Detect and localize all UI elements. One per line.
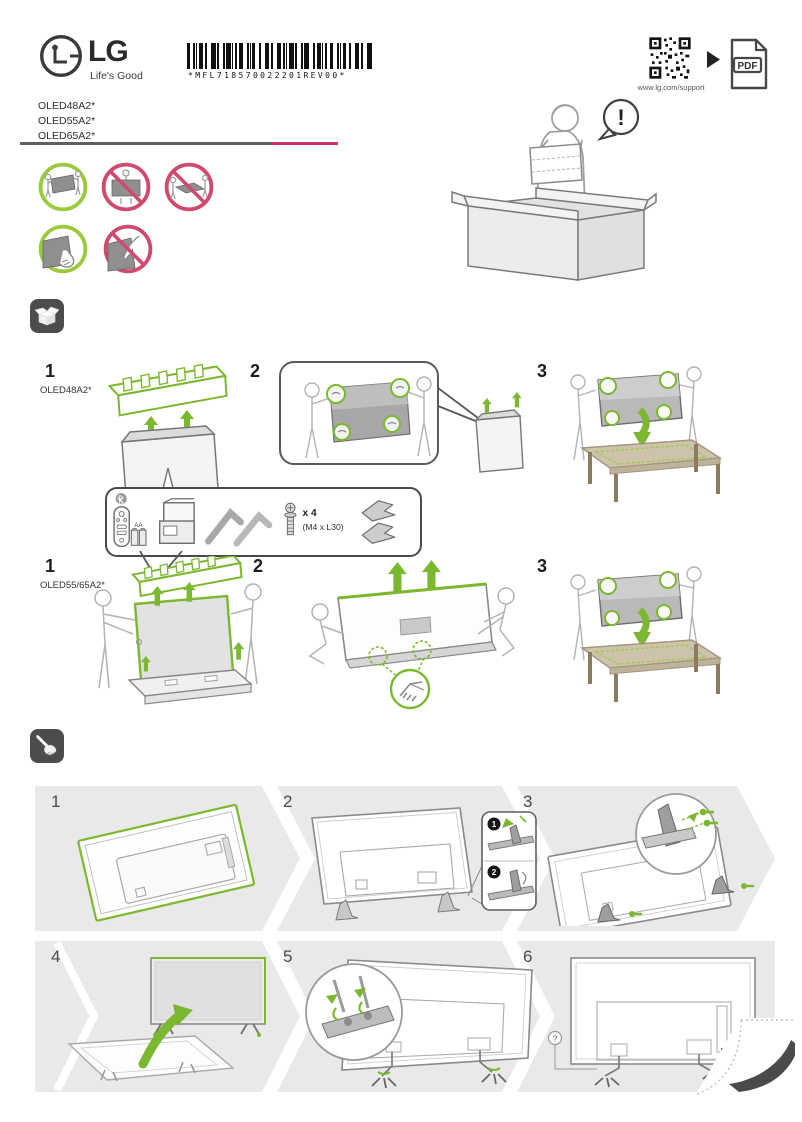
allowed-two-person-carry-icon [38,162,88,212]
unpack-row1-step2-illustration [279,361,524,473]
model-list: OLED48A2* OLED55A2* OLED65A2* [38,99,95,144]
arrow-right-icon [707,51,720,68]
exclamation-mark: ! [617,105,624,130]
unpack-row2-step2-number: 2 [253,556,264,576]
assembly-step2-number: 2 [283,792,293,811]
accessories-box: AA x 4 (M4 x L30) [105,487,422,557]
model-item: OLED55A2* [38,115,96,127]
model-item: OLED65A2* [38,130,96,142]
unpack-row1-step1-illustration [107,363,228,497]
assembly-step3-illustration [547,793,754,926]
screw [284,502,297,536]
battery-label: AA [134,523,143,529]
cable-brackets [361,500,396,544]
assembly-step5-number: 5 [283,947,293,966]
unboxing-illustration: ! [451,98,657,281]
screw-quantity-label: x 4 [303,508,317,519]
pdf-icon: PDF [730,38,768,90]
assembly-step3-number: 3 [523,792,533,811]
unpack-row1-step1-number: 1 [45,361,56,381]
prohibited-one-person-carry-icon [101,162,151,212]
qr-caption: www.lg.com/support [637,83,705,92]
section-divider [20,142,338,145]
unpack-row2-step3-illustration [570,566,723,702]
unpack-row2-step1-illustration [94,556,262,705]
assembly-step4-illustration [67,957,266,1082]
assembly-tool-icon [30,729,64,763]
stand-legs [205,508,245,545]
accessories-illustration: AA x 4 (M4 x L30) [113,493,396,548]
unpack-row2-model-label: OLED55/65A2* [40,580,105,591]
assembly-step1-illustration [77,803,256,922]
unpack-row1-step3-number: 3 [537,361,548,381]
page-curl-icon [695,1018,795,1096]
remote-control [113,506,130,548]
qr-code-icon [648,36,692,80]
allowed-edge-hold-icon [38,224,88,274]
prohibited-screen-press-icon [103,224,153,274]
unpack-row1-step3-illustration [570,366,723,502]
brand-tagline: Life's Good [90,70,143,82]
unpack-row1-model-label: OLED48A2* [40,385,92,396]
screw-spec-label: (M4 x L30) [303,522,344,532]
model-item: OLED48A2* [38,100,96,112]
brand-name: LG [88,35,129,68]
pdf-label: PDF [738,61,758,72]
barcode [187,43,373,69]
prohibited-flat-carry-icon [164,162,214,212]
callout-badge-1: 1 [492,820,497,829]
help-badge: ? [553,1034,558,1044]
lg-logo-icon [40,35,82,77]
panel-4-chevron-separator [53,941,99,1092]
unpack-row2-step3-number: 3 [537,556,548,576]
callout-badge-2: 2 [492,868,497,877]
assembly-step6-number: 6 [523,947,533,966]
barcode-text: *MFL718570022201REV00* [188,71,347,80]
unpack-row2-step1-number: 1 [45,556,56,576]
assembly-step2-illustration: 1 2 [311,807,537,921]
assembly-step1-number: 1 [51,792,61,811]
assembly-step4-number: 4 [51,947,61,966]
unbox-icon [30,299,64,333]
unpack-row1-step2-number: 2 [250,361,261,381]
assembly-step5-illustration [305,959,533,1089]
unpack-row2-step2-illustration [308,560,516,710]
